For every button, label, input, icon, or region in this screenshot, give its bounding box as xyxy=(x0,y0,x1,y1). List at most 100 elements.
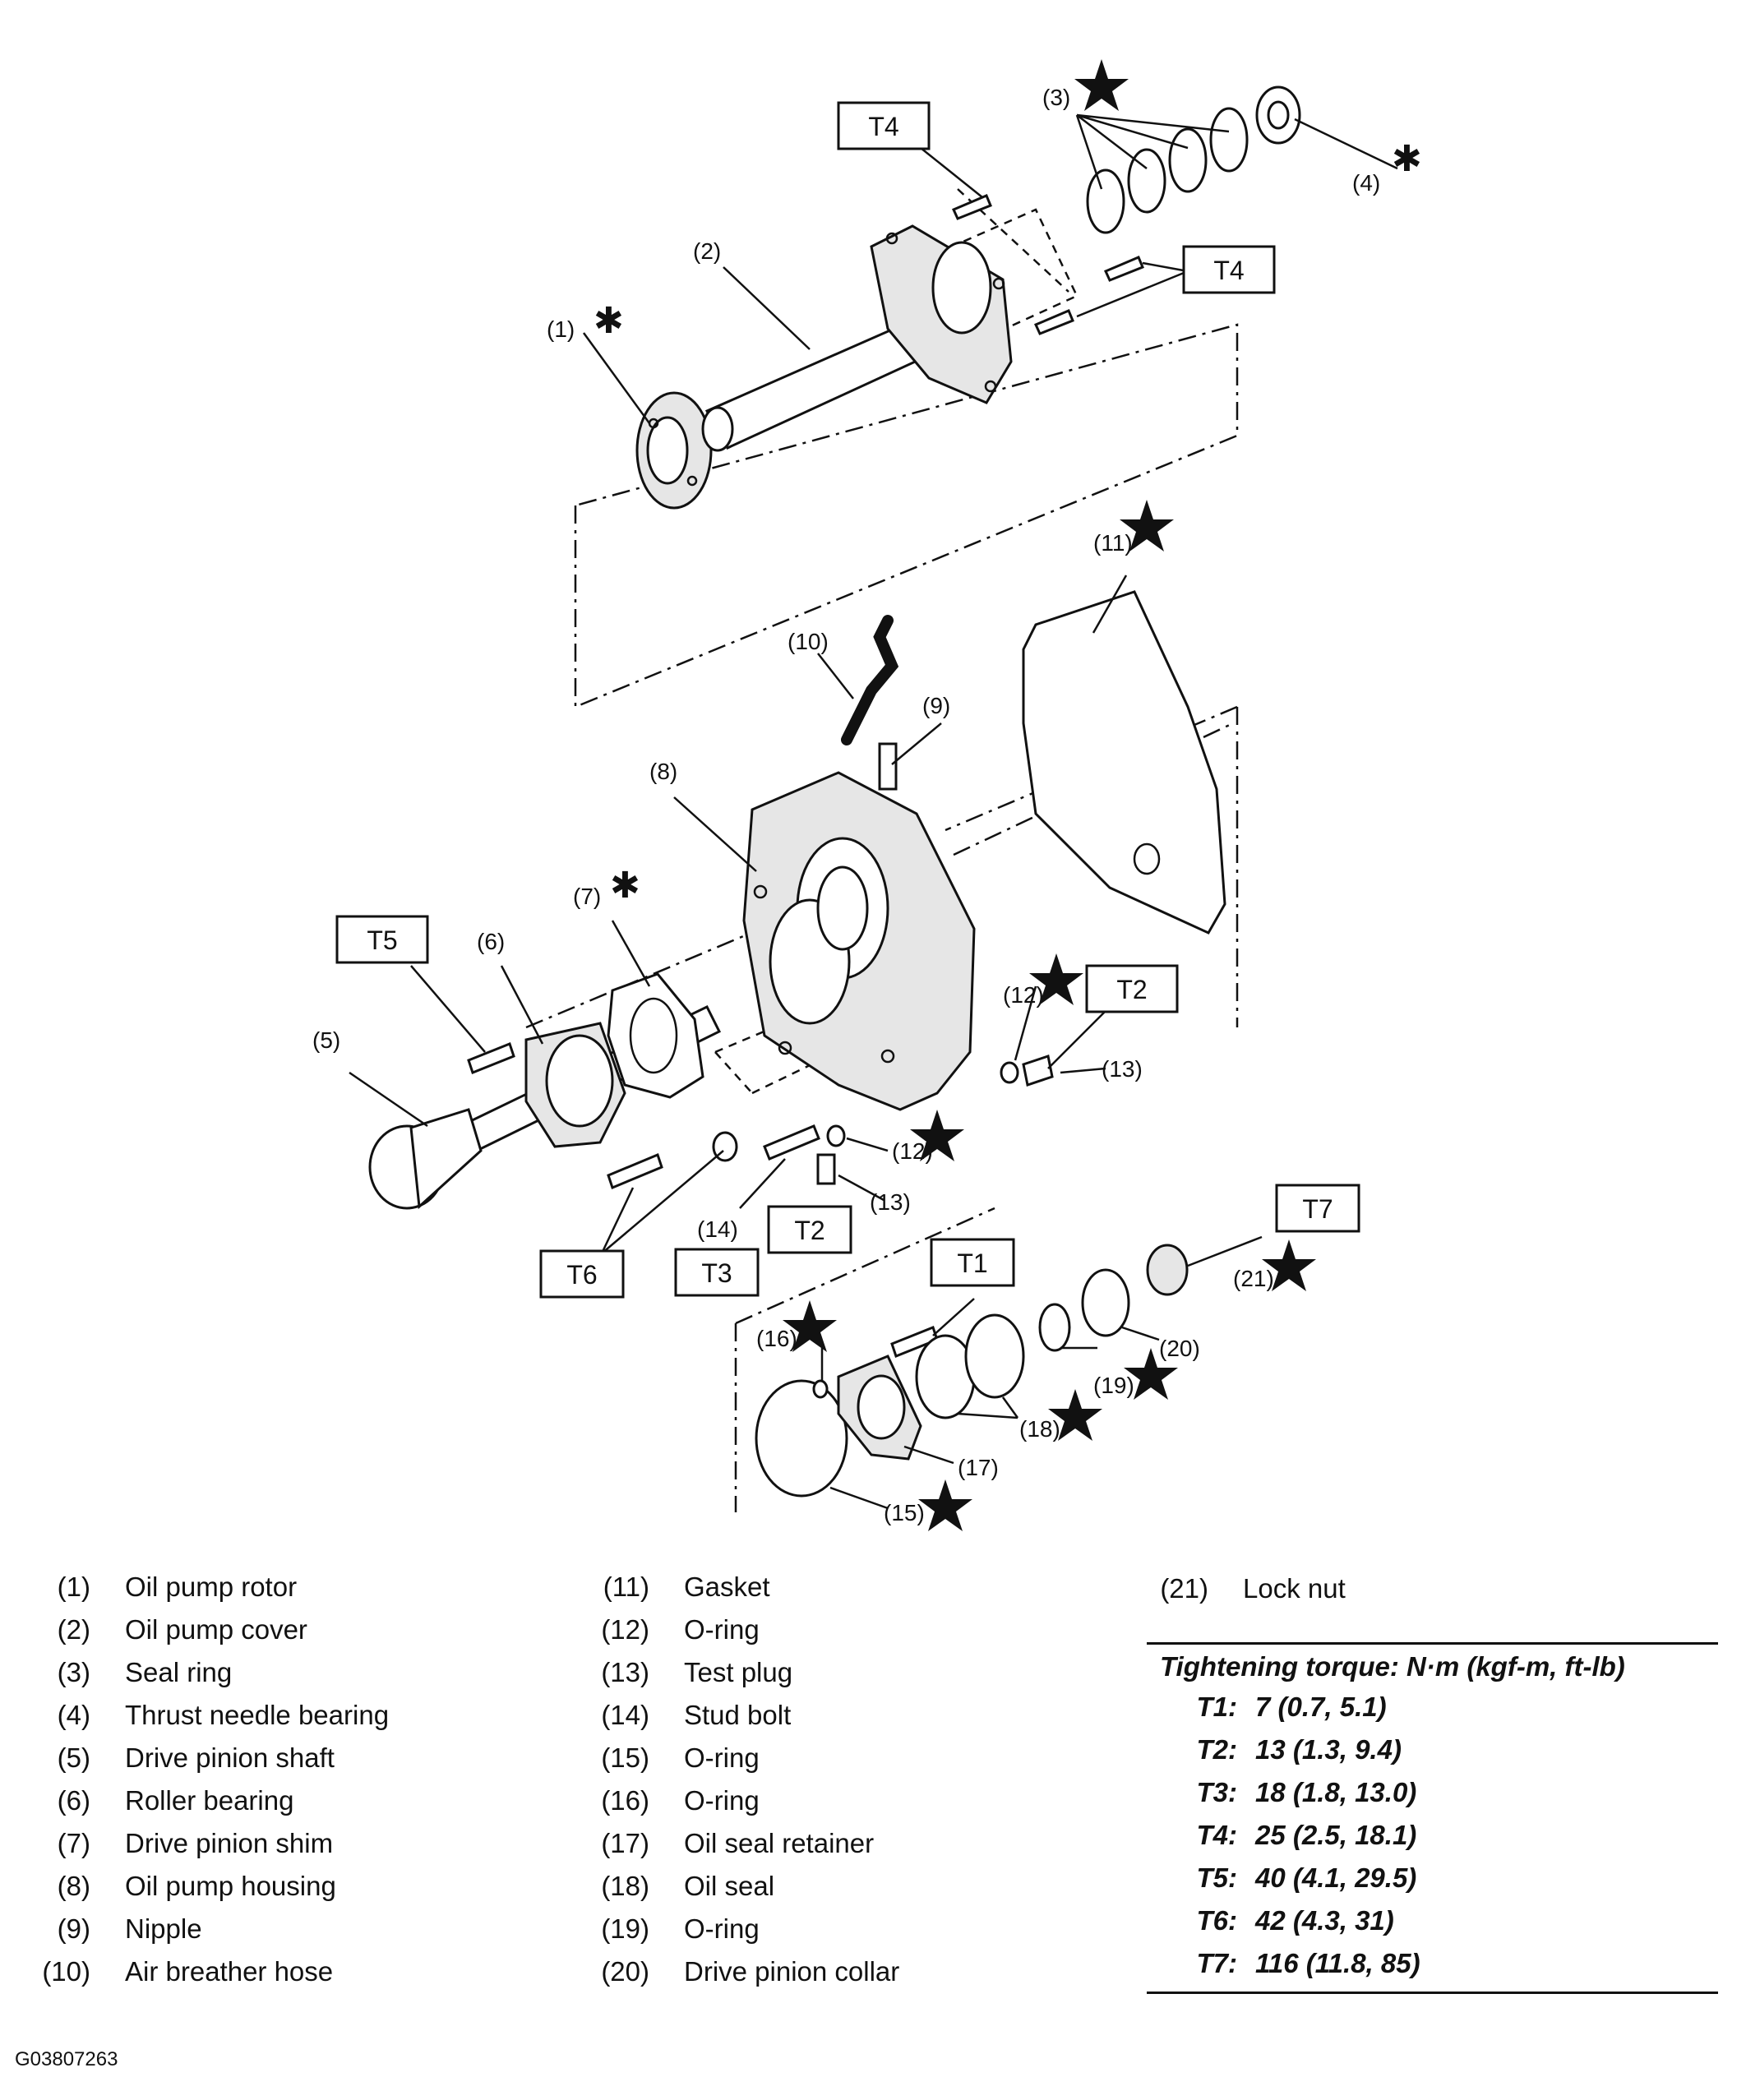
torque-tag-t4-right: T4 xyxy=(1213,256,1244,285)
star-marks xyxy=(783,59,1316,1531)
stud-bolt-part xyxy=(763,1124,820,1161)
legend-item: (8)Oil pump housing xyxy=(57,1871,336,1901)
legend-item: (10)Air breather hose xyxy=(42,1956,334,1987)
torque-tag-t7-box xyxy=(1275,1184,1360,1233)
leader-lines xyxy=(349,113,1398,1510)
callout-21: (21) xyxy=(1233,1266,1274,1291)
o-ring-lower-part xyxy=(826,1124,846,1147)
legend-item: (9)Nipple xyxy=(57,1913,202,1944)
figure-id: G03807263 xyxy=(15,2048,118,2070)
drive-pinion-collar-part xyxy=(1081,1268,1130,1337)
callout-5: (5) xyxy=(312,1027,340,1053)
callout-7: (7) xyxy=(573,884,601,909)
exploded-parts-diagram: (3) (4) (2) (1) (11) (10) (9) (8) (7) (6… xyxy=(312,59,1422,1531)
callout-15: (15) xyxy=(884,1500,925,1525)
callout-8: (8) xyxy=(649,759,677,784)
callout-13-lower: (13) xyxy=(870,1189,911,1215)
legend-item: (11)Gasket xyxy=(603,1572,770,1602)
torque-tag-t5-box xyxy=(335,915,429,964)
legend-item: (2)Oil pump cover xyxy=(57,1614,307,1645)
torque-tag-t1: T1 xyxy=(957,1248,987,1278)
legend-column-1: (1)Oil pump rotor (2)Oil pump cover (3)S… xyxy=(16,1566,389,1993)
drive-pinion-shim-part xyxy=(607,972,704,1099)
callout-17: (17) xyxy=(958,1455,999,1480)
o-ring-large-part xyxy=(755,1379,848,1498)
torque-tag-t1-box xyxy=(930,1238,1015,1287)
legend-item: (6)Roller bearing xyxy=(57,1785,294,1816)
legend-column-2: (11)Gasket (12)O-ring (13)Test plug (14)… xyxy=(575,1566,899,1993)
legend-item: (5)Drive pinion shaft xyxy=(57,1742,335,1773)
alignment-line-upper xyxy=(574,323,1239,708)
legend-item: (21)Lock nut xyxy=(1160,1573,1346,1604)
oil-pump-cover-part xyxy=(701,224,1013,452)
callout-16: (16) xyxy=(756,1326,797,1351)
legend-item: (17)Oil seal retainer xyxy=(601,1828,875,1858)
o-ring-small-part xyxy=(812,1379,829,1399)
legend-item: (15)O-ring xyxy=(601,1742,760,1773)
bolt-t5-part xyxy=(467,1042,515,1074)
torque-tag-t2-upper-box xyxy=(1085,964,1179,1013)
callout-18: (18) xyxy=(1019,1416,1060,1442)
torque-table-top-rule xyxy=(1147,1642,1718,1645)
torque-tag-t7: T7 xyxy=(1302,1194,1333,1224)
o-ring-19-part xyxy=(1038,1303,1071,1352)
legend-item: (19)O-ring xyxy=(601,1913,760,1944)
torque-row: T1:7 (0.7, 5.1) xyxy=(1196,1692,1387,1722)
callout-20: (20) xyxy=(1159,1336,1200,1361)
callout-13-upper: (13) xyxy=(1102,1056,1143,1082)
bolt-t4-right-part xyxy=(1103,256,1144,282)
legend-item: (4)Thrust needle bearing xyxy=(57,1700,390,1730)
oil-seal-retainer-bore xyxy=(857,1374,906,1440)
nipple-part xyxy=(878,742,898,791)
legend-item: (3)Seal ring xyxy=(57,1657,233,1687)
oil-pump-rotor-part xyxy=(635,391,713,510)
torque-row: T6:42 (4.3, 31) xyxy=(1196,1905,1394,1936)
legend-item: (16)O-ring xyxy=(601,1785,760,1816)
torque-row: T4:25 (2.5, 18.1) xyxy=(1196,1820,1417,1850)
test-plug-lower-part xyxy=(816,1153,836,1185)
torque-tag-t4-top: T4 xyxy=(868,112,898,141)
thrust-needle-bearing-part xyxy=(1255,85,1301,145)
torque-table-bottom-rule xyxy=(1147,1992,1718,1994)
roller-bearing-part xyxy=(524,1022,626,1148)
torque-table-title: Tightening torque: N·m (kgf-m, ft-lb) xyxy=(1160,1651,1625,1682)
drive-pinion-shim-hole xyxy=(629,997,678,1074)
torque-tag-t6-box xyxy=(539,1249,625,1299)
alignment-line-middle xyxy=(945,705,1239,1027)
test-plug-upper-part xyxy=(1022,1055,1054,1087)
legend-item: (20)Drive pinion collar xyxy=(601,1956,900,1987)
torque-tag-t6: T6 xyxy=(566,1260,597,1290)
bolt-t4-lower-part xyxy=(1033,309,1074,335)
callout-10: (10) xyxy=(788,629,829,654)
legend-item: (14)Stud bolt xyxy=(601,1700,792,1730)
asterisk-mark-4: ✱ xyxy=(1392,139,1422,179)
callout-3: (3) xyxy=(1042,85,1070,110)
air-breather-hose-part xyxy=(841,615,899,745)
legend-item: (7)Drive pinion shim xyxy=(57,1828,334,1858)
torque-row: T2:13 (1.3, 9.4) xyxy=(1196,1734,1402,1765)
torque-row: T5:40 (4.1, 29.5) xyxy=(1196,1862,1417,1893)
torque-tag-t2-upper: T2 xyxy=(1116,975,1147,1004)
callout-14: (14) xyxy=(697,1216,738,1242)
asterisk-mark-7: ✱ xyxy=(610,865,640,906)
oil-pump-housing-part xyxy=(742,771,976,1111)
torque-tag-t5: T5 xyxy=(367,925,397,955)
torque-tag-t2-lower: T2 xyxy=(794,1216,824,1245)
legend-item: (1)Oil pump rotor xyxy=(57,1572,298,1602)
lock-nut-part xyxy=(1146,1244,1189,1296)
callout-4: (4) xyxy=(1352,170,1380,196)
callout-19: (19) xyxy=(1093,1373,1134,1398)
asterisk-mark-1: ✱ xyxy=(594,301,624,341)
callout-2: (2) xyxy=(693,238,721,264)
gasket-part xyxy=(1022,590,1226,935)
callout-1: (1) xyxy=(547,316,575,342)
alignment-line-lower xyxy=(734,1207,995,1512)
callout-6: (6) xyxy=(477,929,505,954)
bolt-t4-upper-part xyxy=(951,194,992,220)
legend-item: (13)Test plug xyxy=(601,1657,793,1687)
callout-11: (11) xyxy=(1093,530,1133,556)
o-ring-upper-part xyxy=(1000,1061,1019,1084)
oil-seal-right-part xyxy=(964,1313,1025,1399)
torque-row: T7:116 (11.8, 85) xyxy=(1196,1948,1420,1978)
callout-12-upper: (12) xyxy=(1003,982,1044,1008)
